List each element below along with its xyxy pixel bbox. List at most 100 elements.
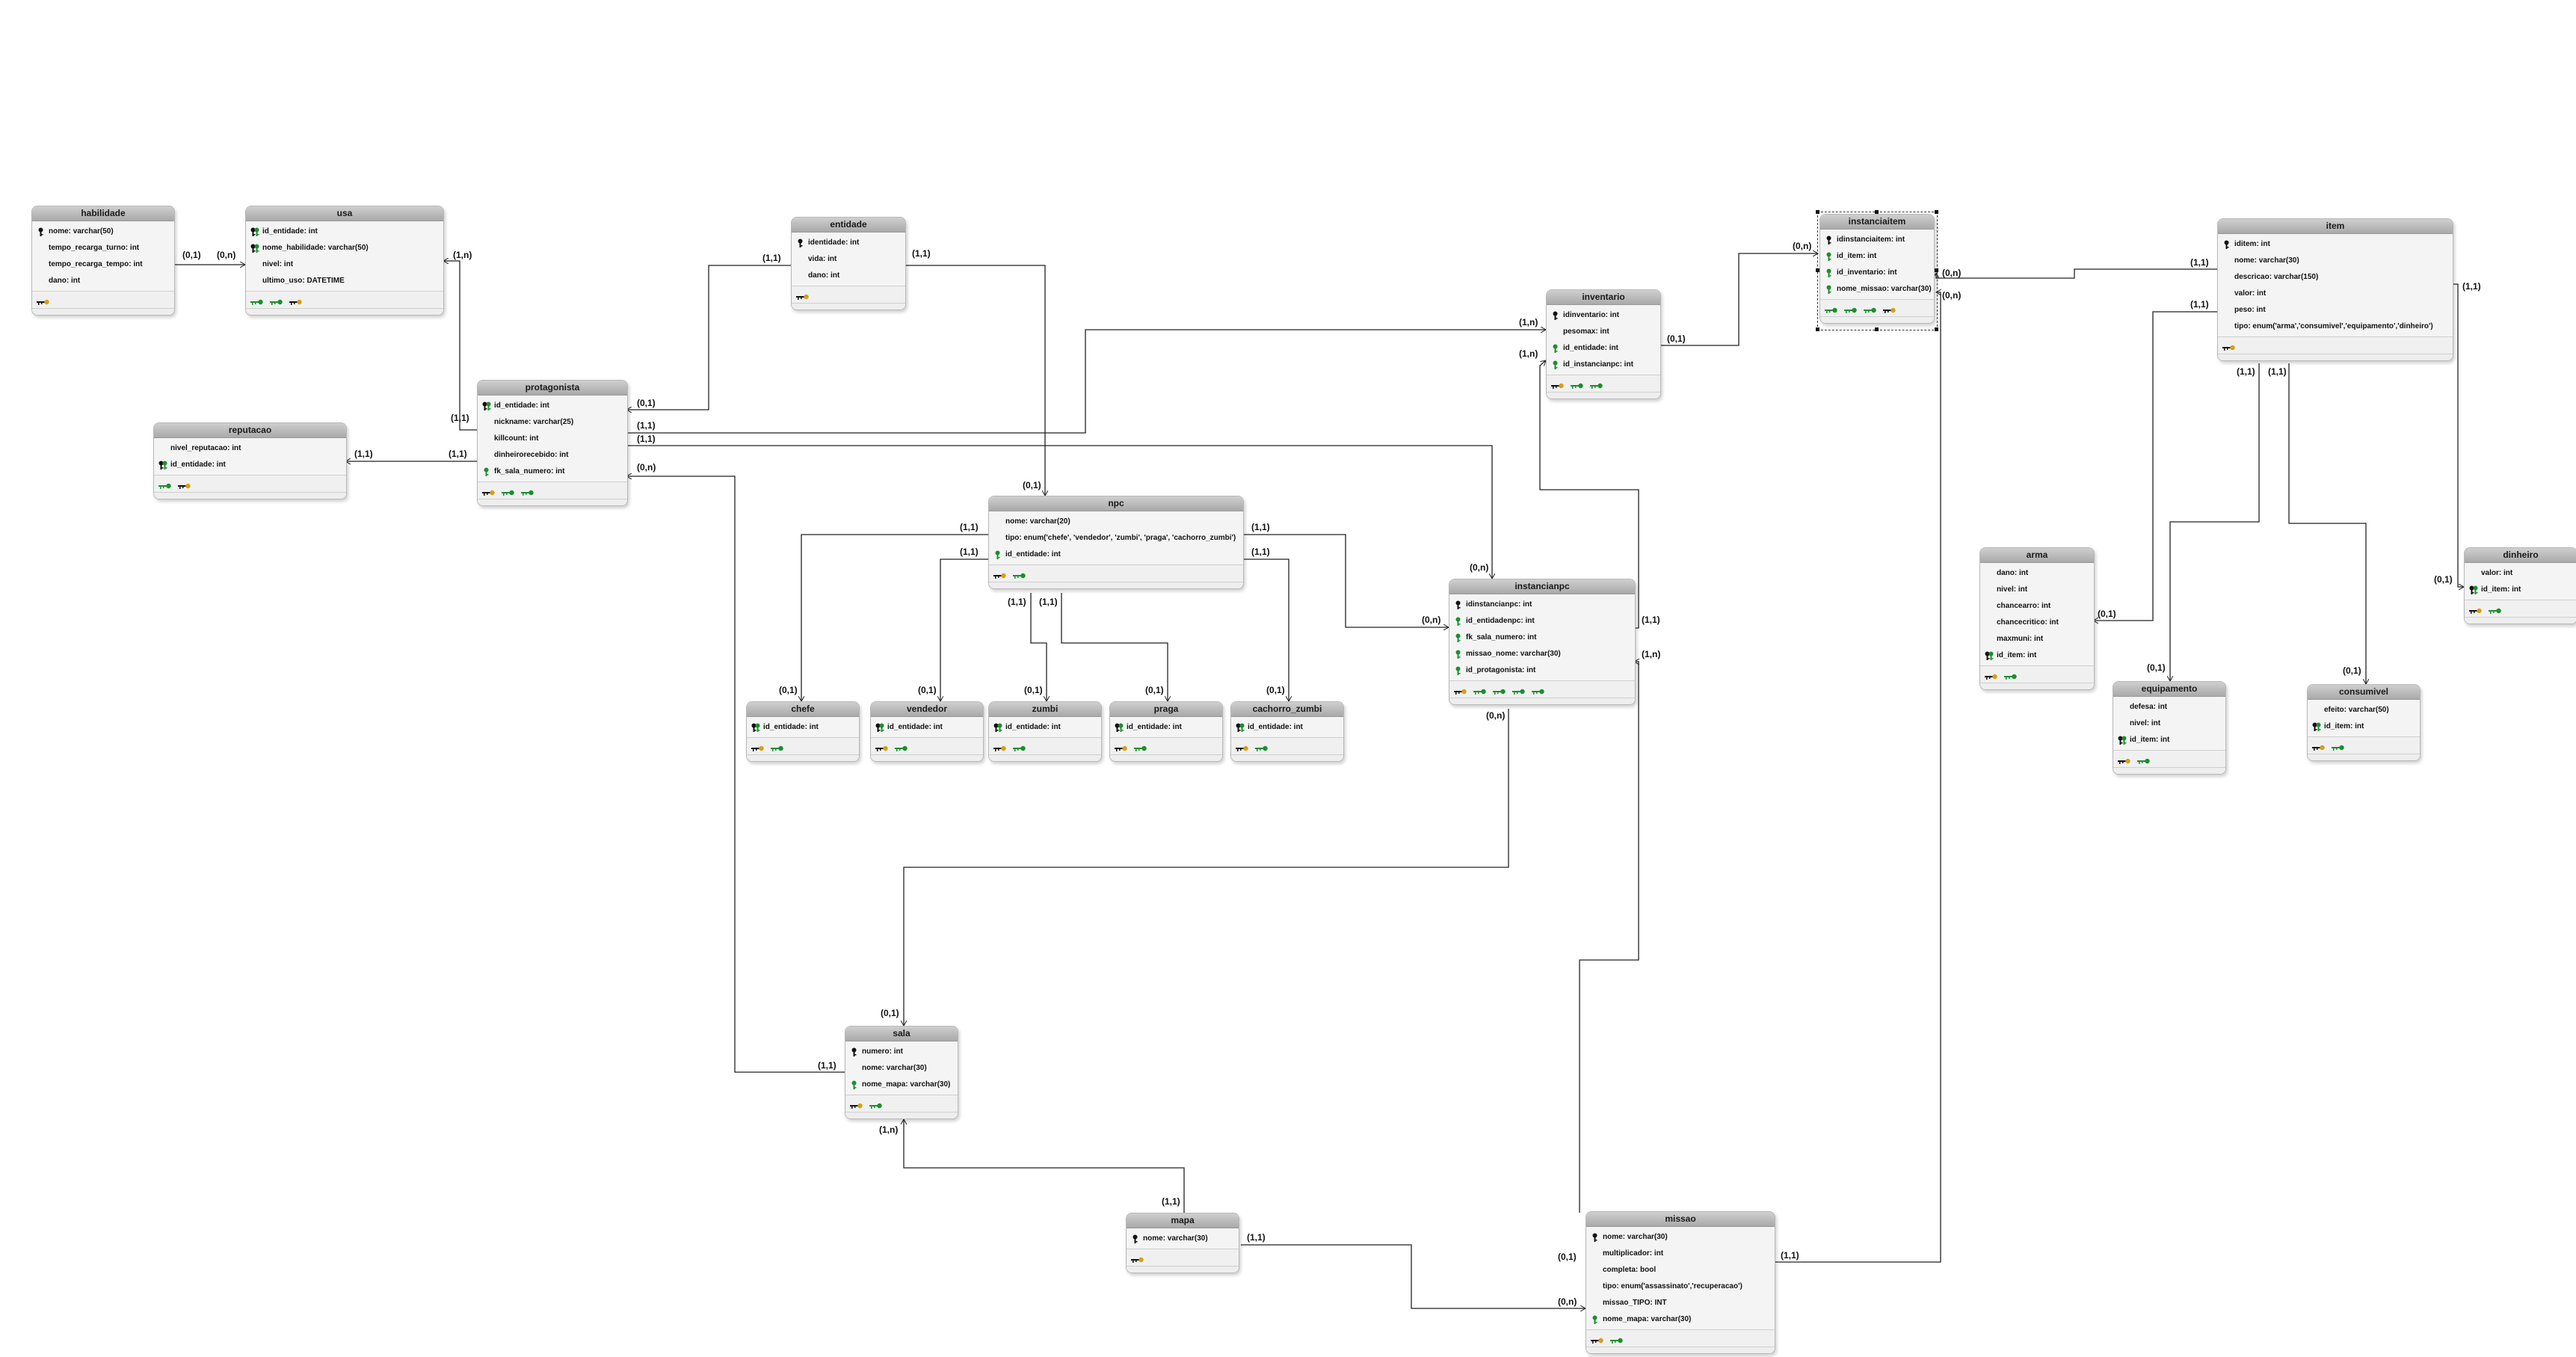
- attribute-row[interactable]: nivel: int: [2113, 716, 2225, 732]
- attribute-row[interactable]: nome: varchar(20): [989, 514, 1243, 530]
- selection-handle[interactable]: [1875, 327, 1879, 331]
- selection-handle[interactable]: [1935, 268, 1938, 272]
- attribute-row[interactable]: nivel: int: [1980, 582, 2094, 598]
- attribute-row[interactable]: fk_sala_numero: int: [1449, 630, 1635, 646]
- attribute-row[interactable]: id_item: int: [2308, 718, 2420, 735]
- attribute-row[interactable]: multiplicador: int: [1586, 1246, 1775, 1262]
- attribute-row[interactable]: killcount: int: [478, 431, 627, 447]
- attribute-row[interactable]: valor: int: [2218, 286, 2453, 302]
- selection-handle[interactable]: [1935, 210, 1938, 214]
- attribute-row[interactable]: id_entidade: int: [154, 457, 346, 473]
- attribute-row[interactable]: id_entidade: int: [1110, 719, 1222, 736]
- attribute-row[interactable]: id_entidade: int: [246, 224, 443, 240]
- attribute-row[interactable]: nome_mapa: varchar(30): [1586, 1311, 1775, 1328]
- attribute-row[interactable]: id_entidade: int: [1547, 340, 1660, 357]
- attribute-row[interactable]: id_entidade: int: [478, 398, 627, 414]
- attribute-row[interactable]: id_entidadenpc: int: [1449, 613, 1635, 630]
- attribute-row[interactable]: id_protagonista: int: [1449, 662, 1635, 679]
- attribute-row[interactable]: id_instancianpc: int: [1547, 357, 1660, 373]
- attribute-row[interactable]: idinventario: int: [1547, 307, 1660, 324]
- attribute-row[interactable]: id_item: int: [2465, 582, 2576, 598]
- attribute-row[interactable]: id_entidade: int: [871, 719, 983, 736]
- attribute-row[interactable]: fk_sala_numero: int: [478, 464, 627, 480]
- attribute-row[interactable]: dano: int: [32, 273, 174, 289]
- attribute-row[interactable]: dano: int: [792, 268, 905, 284]
- attribute-row[interactable]: nome_missao: varchar(30): [1820, 281, 1934, 298]
- attribute-row[interactable]: maxmuni: int: [1980, 631, 2094, 647]
- attribute-row[interactable]: nome_habilidade: varchar(50): [246, 240, 443, 256]
- attribute-row[interactable]: nome: varchar(30): [845, 1060, 958, 1077]
- attribute-row[interactable]: nome: varchar(30): [2218, 253, 2453, 269]
- attribute-row[interactable]: tipo: enum('arma','consumivel','equipame…: [2218, 319, 2453, 335]
- attribute-row[interactable]: nivel: int: [246, 256, 443, 273]
- attribute-row[interactable]: idinstancianpc: int: [1449, 597, 1635, 613]
- attribute-row[interactable]: tempo_recarga_turno: int: [32, 240, 174, 256]
- attribute-row[interactable]: ultimo_uso: DATETIME: [246, 273, 443, 289]
- attribute-row[interactable]: dinheirorecebido: int: [478, 447, 627, 464]
- attribute-row[interactable]: descricao: varchar(150): [2218, 269, 2453, 286]
- attribute-row[interactable]: id_inventario: int: [1820, 265, 1934, 281]
- attribute-row[interactable]: id_item: int: [2113, 732, 2225, 748]
- attribute-row[interactable]: completa: bool: [1586, 1262, 1775, 1278]
- attribute-row[interactable]: dano: int: [1980, 565, 2094, 582]
- attribute-row[interactable]: vida: int: [792, 251, 905, 268]
- attribute-row[interactable]: chancecritico: int: [1980, 615, 2094, 631]
- attribute-row[interactable]: id_entidade: int: [1231, 719, 1343, 736]
- attribute-row[interactable]: efeito: varchar(50): [2308, 702, 2420, 718]
- cardinality-label: (1,1): [637, 434, 656, 444]
- attribute-row[interactable]: chancearro: int: [1980, 598, 2094, 615]
- attribute-row[interactable]: nivel_reputacao: int: [154, 440, 346, 457]
- attribute-row[interactable]: nome: varchar(50): [32, 224, 174, 240]
- attribute-row[interactable]: nickname: varchar(25): [478, 414, 627, 431]
- attribute-row[interactable]: idinstanciaitem: int: [1820, 232, 1934, 248]
- attribute-row[interactable]: id_item: int: [1980, 647, 2094, 664]
- index-row: [989, 564, 1243, 582]
- selection-handle[interactable]: [1816, 210, 1819, 214]
- attribute-row[interactable]: tipo: enum('assassinato','recuperacao'): [1586, 1278, 1775, 1295]
- attribute-row[interactable]: tipo: enum('chefe', 'vendedor', 'zumbi',…: [989, 530, 1243, 547]
- attribute-row[interactable]: iditem: int: [2218, 236, 2453, 253]
- attribute-row[interactable]: id_entidade: int: [747, 719, 859, 736]
- attribute-row[interactable]: identidade: int: [792, 235, 905, 251]
- attribute-row[interactable]: tempo_recarga_tempo: int: [32, 256, 174, 273]
- attribute-row[interactable]: missao_nome: varchar(30): [1449, 646, 1635, 662]
- attribute-row[interactable]: id_item: int: [1820, 248, 1934, 265]
- attribute-row[interactable]: nome_mapa: varchar(30): [845, 1077, 958, 1093]
- attribute-row[interactable]: numero: int: [845, 1044, 958, 1060]
- selection-handle[interactable]: [1816, 268, 1819, 272]
- attribute-row[interactable]: defesa: int: [2113, 699, 2225, 716]
- attribute-row[interactable]: id_entidade: int: [989, 547, 1243, 563]
- attribute-row[interactable]: pesomax: int: [1547, 324, 1660, 340]
- attribute-row[interactable]: missao_TIPO: INT: [1586, 1295, 1775, 1311]
- attribute-row[interactable]: peso: int: [2218, 302, 2453, 319]
- selection-handle[interactable]: [1816, 327, 1819, 331]
- attribute-row[interactable]: nome: varchar(30): [1127, 1231, 1239, 1247]
- attribute-row[interactable]: nome: varchar(30): [1586, 1229, 1775, 1246]
- attribute-row[interactable]: id_entidade: int: [989, 719, 1101, 736]
- selection-handle[interactable]: [1935, 327, 1938, 331]
- selection-handle[interactable]: [1875, 210, 1879, 214]
- attribute-row[interactable]: valor: int: [2465, 565, 2576, 582]
